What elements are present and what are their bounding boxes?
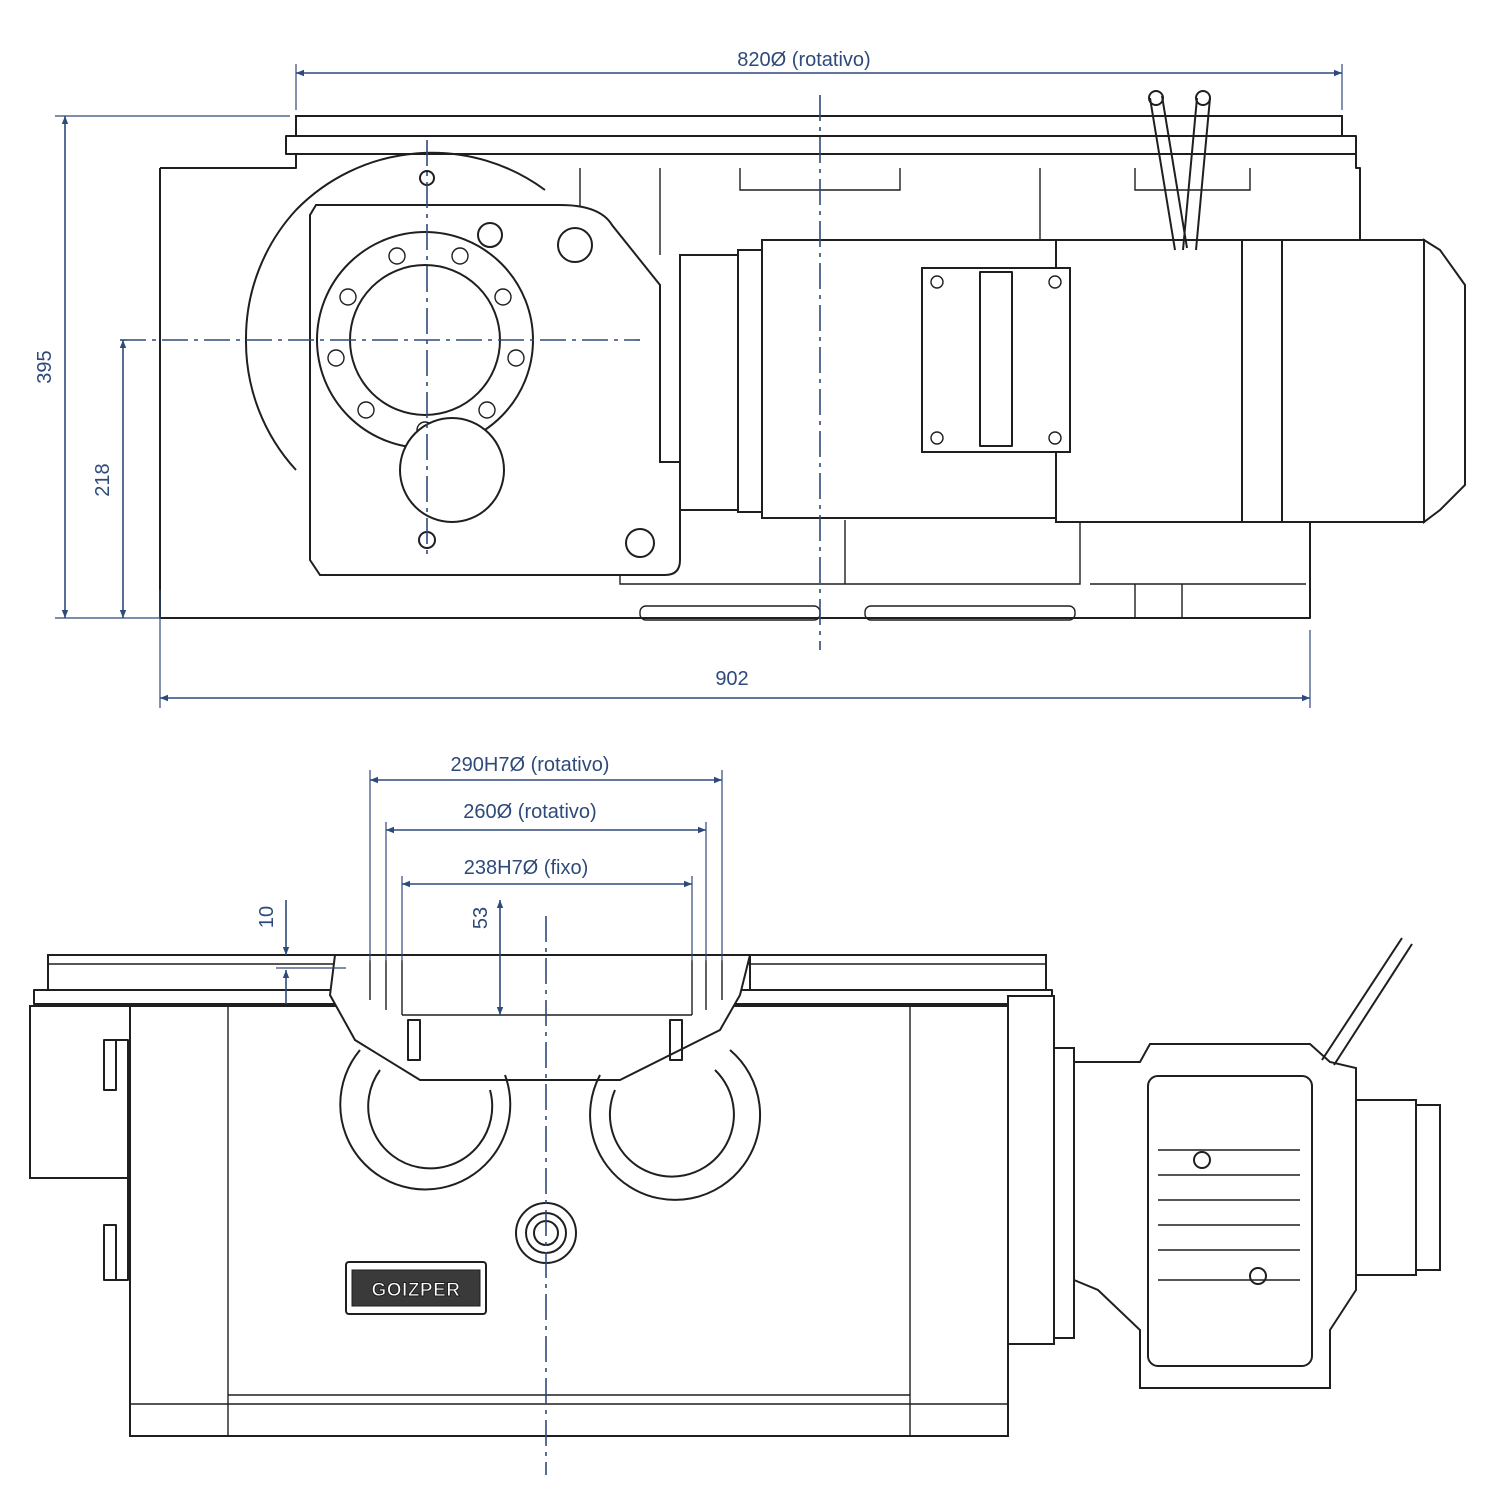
dim-238-label: 238H7Ø (fixo) — [464, 857, 589, 879]
rotary-plate — [295, 115, 1343, 137]
front-body-panels — [130, 1006, 1008, 1436]
cable-2-end — [1195, 90, 1211, 106]
front-right-flange — [1007, 995, 1055, 1345]
bolt-hole-9 — [339, 288, 357, 306]
brand-plate-inner — [351, 1269, 481, 1307]
front-ring-left — [339, 1049, 512, 1191]
dim-10-label: 10 — [256, 906, 278, 928]
side-motor-screw-2 — [1249, 1267, 1267, 1285]
side-motor-ribs — [1158, 1149, 1300, 1281]
side-motor-cable — [1321, 937, 1413, 1066]
slot-screw — [557, 227, 593, 263]
terminal-screw-3 — [930, 431, 944, 445]
bolt-hole-5 — [478, 401, 496, 419]
terminal-screw-2 — [1048, 275, 1062, 289]
terminal-window — [979, 271, 1013, 447]
front-view: GOIZPER 290H7Ø (rotativo) 260Ø (rotativo… — [29, 754, 1441, 1475]
side-motor-endcap-ring — [1415, 1104, 1441, 1271]
front-ring-right — [589, 1049, 762, 1201]
side-motor-endcap — [1355, 1099, 1417, 1276]
fixing-screw-bottom — [625, 528, 655, 558]
dim-820-label: 820Ø (rotativo) — [737, 49, 870, 71]
bolt-hole-7 — [357, 401, 375, 419]
bolt-hole-8 — [327, 349, 345, 367]
front-bore-inner — [369, 960, 723, 1016]
brand-plate — [345, 1261, 487, 1315]
front-left-flange — [29, 1005, 131, 1179]
gearbox-housing — [309, 204, 681, 576]
rotary-plate-ring — [285, 135, 1357, 155]
dim-902-label: 902 — [715, 668, 748, 690]
brand-logo-text: GOIZPER — [371, 1280, 460, 1301]
cable-1-end — [1148, 90, 1164, 106]
bolt-hole-2 — [451, 247, 469, 265]
fixing-screw-top — [477, 222, 503, 248]
side-motor-screw-1 — [1193, 1151, 1211, 1169]
terminal-screw-1 — [930, 275, 944, 289]
side-motor-terminal — [1147, 1075, 1313, 1367]
front-bore-bolts — [407, 1019, 683, 1061]
front-left-bolts — [103, 1039, 129, 1281]
dim-53-label: 53 — [470, 907, 492, 929]
motor-end-cap — [1423, 238, 1466, 524]
foot-slot-right — [864, 605, 1076, 621]
dim-218-label: 218 — [92, 463, 114, 496]
bolt-hole-4 — [507, 349, 525, 367]
bolt-hole-1 — [388, 247, 406, 265]
housing-body — [159, 153, 1361, 619]
top-view: 820Ø (rotativo) 395 218 902 — [34, 49, 1466, 708]
dim-260-label: 260Ø (rotativo) — [463, 801, 596, 823]
cable-2 — [1182, 97, 1211, 251]
dim-395-label: 395 — [34, 350, 56, 383]
motor-fan-cover — [1055, 239, 1425, 523]
bolt-hole-3 — [494, 288, 512, 306]
terminal-box — [921, 267, 1071, 453]
front-center-bore — [328, 954, 752, 1081]
side-motor-mount — [1053, 1047, 1075, 1339]
motor-band-2 — [1241, 239, 1283, 523]
terminal-screw-4 — [1048, 431, 1062, 445]
dim-290-label: 290H7Ø (rotativo) — [451, 754, 610, 776]
output-shaft-circle — [399, 417, 505, 523]
lower-base-detail — [619, 520, 1306, 618]
cable-1 — [1149, 95, 1188, 251]
